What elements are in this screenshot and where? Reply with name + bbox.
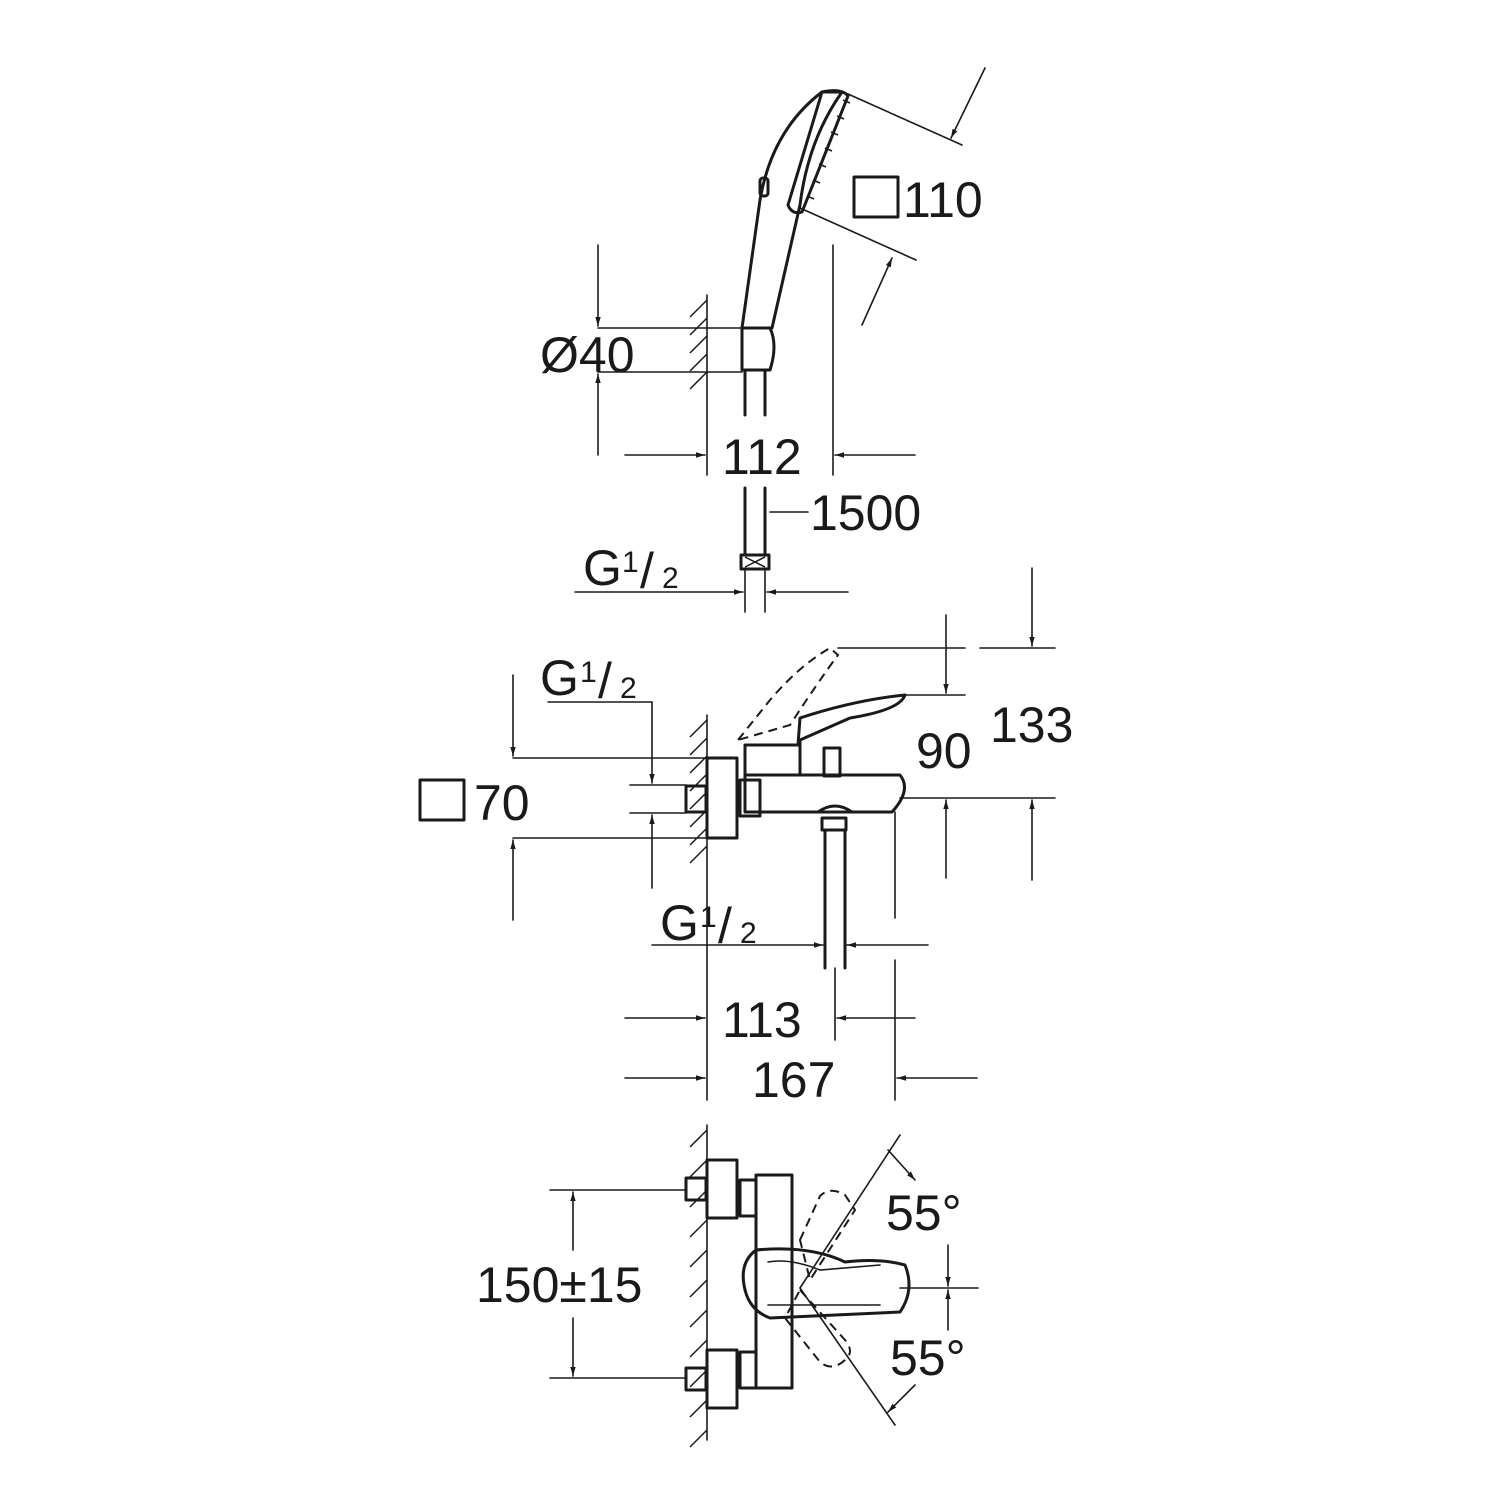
diverter-knob <box>822 746 842 778</box>
label-outlet-thread: G 1 / 2 <box>660 895 757 954</box>
hose-nut <box>739 553 771 571</box>
dim-overall-height: 133 <box>990 697 1073 753</box>
eccentric-connector <box>684 784 708 814</box>
mixer-body <box>743 773 906 814</box>
dim-centres: 150±15 <box>476 1257 642 1313</box>
square-symbol-70 <box>418 778 466 822</box>
wall-hatch-top <box>689 299 708 390</box>
shower-head <box>786 89 850 215</box>
dim-lever-height: 90 <box>916 723 972 779</box>
lever-rotated-up <box>798 1189 857 1283</box>
svg-text:G: G <box>660 895 699 951</box>
label-inlet-thread: G 1 / 2 <box>540 650 637 709</box>
dim-angle-lower: 55° <box>890 1330 966 1386</box>
wall-hatch-mid <box>689 719 708 864</box>
shower-head-nozzles <box>806 99 851 200</box>
dim-spout-projection: 167 <box>752 1052 835 1108</box>
svg-text:1: 1 <box>700 901 717 934</box>
nut <box>738 778 762 818</box>
svg-text:1: 1 <box>622 546 639 579</box>
escutcheon <box>705 756 739 840</box>
hose-view: 1500 G 1 / 2 <box>574 485 921 613</box>
svg-text:2: 2 <box>740 917 757 950</box>
label-hose-thread: G 1 / 2 <box>583 540 679 599</box>
mixer-body-top <box>754 1173 794 1390</box>
lever-rotated-down <box>783 1288 851 1368</box>
dim-holder-diameter: Ø40 <box>540 327 635 383</box>
lever-open-position <box>735 646 840 742</box>
shower-holder <box>740 326 776 372</box>
mixer-side-view: G 1 / 2 70 90 133 G 1 / 2 <box>418 567 1073 1108</box>
svg-text:G: G <box>583 540 622 596</box>
svg-text:/: / <box>598 653 612 709</box>
svg-text:G: G <box>540 650 579 706</box>
lever-top <box>741 1247 911 1320</box>
svg-text:/: / <box>640 543 654 599</box>
dim-holder-projection: 112 <box>722 429 802 485</box>
hand-shower-view: 110 Ø40 112 <box>540 67 986 485</box>
dim-outlet-projection: 113 <box>722 992 802 1048</box>
lever <box>743 693 907 777</box>
dim-escutcheon: 70 <box>474 775 530 831</box>
svg-text:/: / <box>718 898 732 954</box>
spout-outlet <box>816 804 854 814</box>
dim-angle-upper: 55° <box>886 1185 962 1241</box>
wall-hatch-bottom <box>689 1129 708 1448</box>
mixer-top-view: 55° 55° 150±15 <box>476 1124 979 1448</box>
dim-hose-length: 1500 <box>810 485 921 541</box>
svg-text:2: 2 <box>620 672 637 705</box>
svg-text:2: 2 <box>662 562 679 595</box>
dim-hand-shower-head: 110 <box>903 172 983 228</box>
svg-text:1: 1 <box>580 656 597 689</box>
square-symbol-110 <box>852 175 900 219</box>
